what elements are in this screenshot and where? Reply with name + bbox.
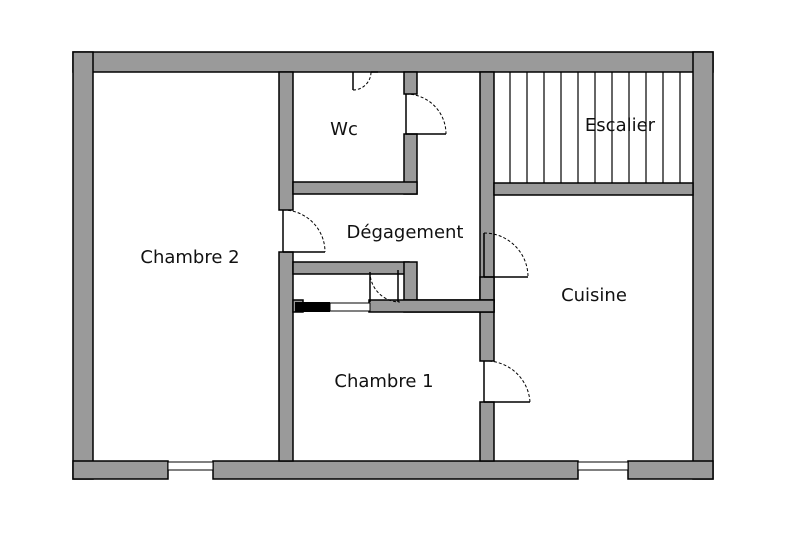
- room-labels: Chambre 2 Wc Escalier Dégagement Cuisine…: [140, 115, 655, 392]
- outer-wall-bottom-left: [72, 460, 169, 480]
- wall-stair-left: [479, 71, 495, 303]
- window-cuisine: [577, 461, 629, 471]
- room-label-wc: Wc: [330, 119, 358, 140]
- wall-stair-bottom: [493, 182, 694, 196]
- wall-wc-bottom: [292, 181, 418, 195]
- room-label-cuisine: Cuisine: [561, 285, 627, 306]
- wall-cuisine-left-mid: [479, 276, 495, 362]
- wall-cuisine-left-bottom: [479, 401, 495, 462]
- windows: [167, 461, 629, 471]
- wall-closet-right: [403, 261, 418, 303]
- black-bar: [295, 302, 330, 312]
- door-wc-top: [352, 71, 378, 91]
- wall-chambre1-top: [368, 299, 495, 313]
- door-closet: [369, 270, 401, 303]
- wall-closet-top: [292, 261, 410, 275]
- door-wc-right: [405, 93, 447, 135]
- room-label-escalier: Escalier: [585, 115, 656, 136]
- outer-wall-right: [692, 51, 714, 480]
- wall-wc-right-upper: [403, 71, 418, 95]
- door-chambre2: [282, 209, 326, 253]
- walls: [72, 51, 714, 480]
- room-label-degagement: Dégagement: [347, 222, 464, 243]
- room-label-chambre1: Chambre 1: [334, 371, 433, 392]
- wall-chambre2-right-bottom: [278, 251, 294, 462]
- window-chambre2: [167, 461, 214, 471]
- doors: [282, 71, 531, 403]
- stairs: [509, 72, 681, 183]
- door-cuisine-upper: [483, 232, 529, 278]
- outer-wall-top: [72, 51, 714, 73]
- outer-wall-bottom-mid: [212, 460, 579, 480]
- outer-wall-left: [72, 51, 94, 480]
- door-cuisine-lower: [483, 360, 531, 403]
- closet-sill: [329, 302, 371, 312]
- outer-wall-bottom-right: [627, 460, 714, 480]
- wall-chambre2-right-top: [278, 71, 294, 211]
- room-label-chambre2: Chambre 2: [140, 247, 239, 268]
